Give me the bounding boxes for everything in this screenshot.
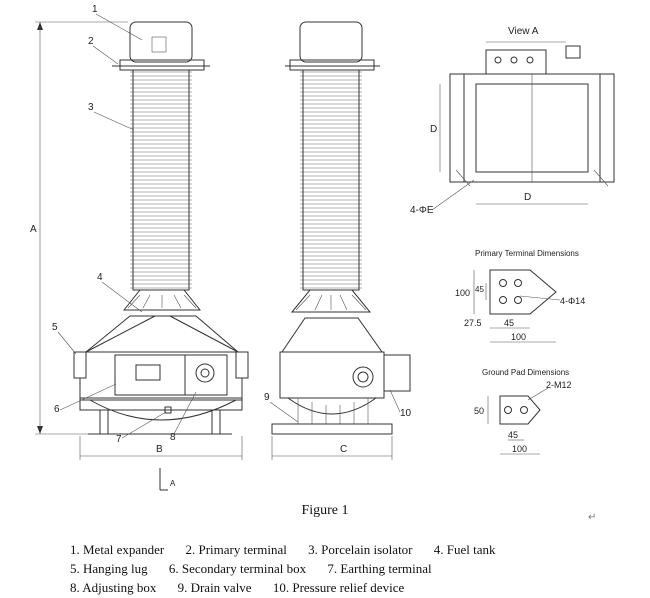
legend-item: 3. Porcelain isolator (308, 542, 413, 557)
callout-3: 3 (88, 102, 94, 113)
view-a: View A D D 4-ΦE (410, 26, 615, 216)
dim-label-a: A (30, 224, 37, 235)
view-a-dim-d-horizontal: D (524, 192, 531, 203)
legend-item: 1. Metal expander (70, 542, 165, 557)
legend-item: 4. Fuel tank (433, 542, 496, 557)
dim-label-c: C (340, 444, 347, 455)
legend-item: 6. Secondary terminal box (168, 561, 307, 576)
pt-dim-45-horizontal: 45 (504, 318, 514, 328)
view-a-title: View A (508, 26, 539, 37)
callout-4: 4 (97, 272, 103, 283)
gp-dim-45: 45 (508, 430, 518, 440)
callout-9: 9 (264, 392, 270, 403)
pt-dim-45-vertical: 45 (475, 285, 484, 294)
callout-7: 7 (116, 434, 122, 445)
legend-item: 8. Adjusting box (70, 580, 157, 595)
callout-6: 6 (54, 404, 60, 415)
return-mark: ↵ (588, 512, 597, 523)
side-view (271, 21, 411, 435)
legend-item: 2. Primary terminal (185, 542, 287, 557)
figure-caption: Figure 1 (301, 503, 349, 518)
gp-dim-100: 100 (512, 444, 527, 454)
callout-2: 2 (88, 36, 94, 47)
callout-10: 10 (400, 408, 412, 419)
legend-item: 10. Pressure relief device (272, 580, 405, 595)
gp-hole-spec: 2-M12 (546, 380, 572, 390)
legend-row: 5. Hanging lug 6. Secondary terminal box… (70, 559, 650, 578)
legend-row: 1. Metal expander 2. Primary terminal 3.… (70, 540, 650, 559)
callouts: 1 2 3 4 5 6 7 8 9 10 (52, 4, 412, 445)
hole-spec-e: 4-ΦE (410, 205, 434, 216)
view-a-dim-d-vertical: D (430, 124, 437, 135)
main-dimensions: A B C A (30, 21, 393, 491)
dim-label-b: B (156, 444, 163, 455)
gp-dim-50: 50 (474, 406, 484, 416)
pt-dim-100-horizontal: 100 (511, 332, 526, 342)
component-legend: 1. Metal expander 2. Primary terminal 3.… (70, 540, 650, 597)
view-arrow-label: A (170, 479, 176, 488)
pt-dim-27-5: 27.5 (464, 318, 482, 328)
primary-terminal-detail: Primary Terminal Dimensions 100 45 4-Φ14… (455, 249, 585, 343)
legend-row: 8. Adjusting box 9. Drain valve 10. Pres… (70, 578, 650, 597)
legend-item: 5. Hanging lug (70, 561, 148, 576)
callout-8: 8 (170, 432, 176, 443)
callout-5: 5 (52, 322, 58, 333)
technical-drawing: A B C A 1 2 3 4 5 6 7 8 9 10 (30, 4, 615, 491)
callout-1: 1 (92, 4, 98, 15)
legend-item: 7. Earthing terminal (327, 561, 432, 576)
ground-pad-title: Ground Pad Dimensions (482, 368, 569, 377)
pt-dim-100-vertical: 100 (455, 288, 470, 298)
front-view (73, 21, 249, 435)
primary-terminal-title: Primary Terminal Dimensions (475, 249, 579, 258)
ground-pad-detail: Ground Pad Dimensions 50 2-M12 45 100 (474, 368, 572, 455)
pt-hole-spec: 4-Φ14 (560, 296, 585, 306)
legend-item: 9. Drain valve (177, 580, 252, 595)
